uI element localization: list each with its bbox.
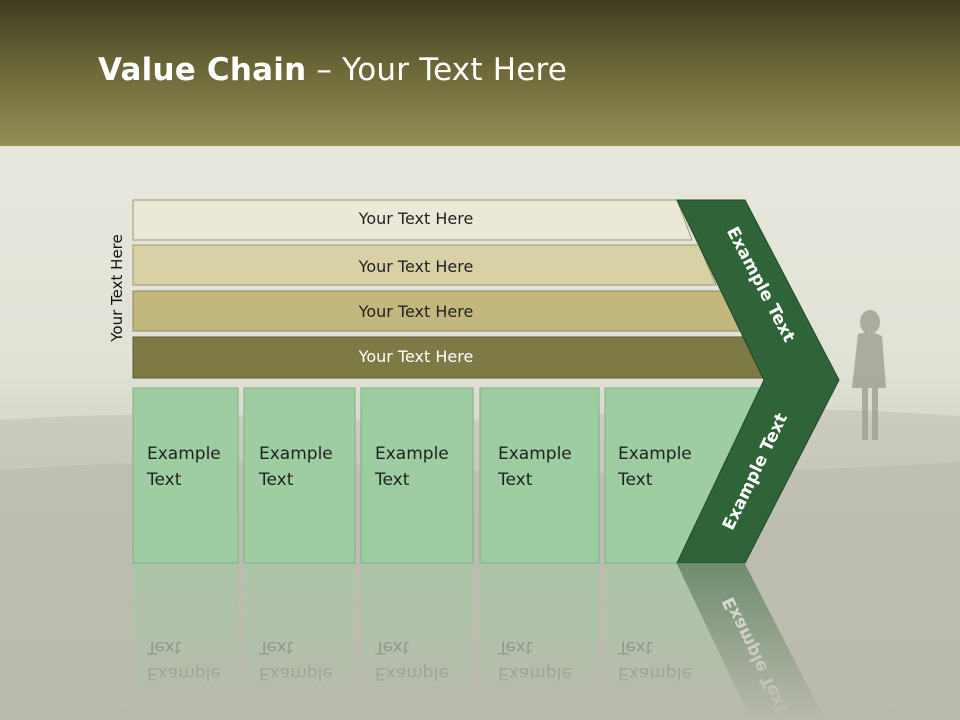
box-2 (243, 387, 356, 564)
box-3-line1: Example (375, 444, 449, 464)
svg-text:Example: Example (259, 663, 333, 683)
chevron-shape (676, 199, 840, 564)
bars: Your Text Here Your Text Here Your Text … (132, 199, 765, 379)
person-silhouette (852, 310, 886, 440)
box-2-line1: Example (259, 444, 333, 464)
box-3 (360, 387, 474, 564)
svg-text:Text: Text (374, 637, 410, 657)
box-5-line2: Text (617, 470, 653, 490)
box-1-line2: Text (146, 470, 182, 490)
title-bold: Value Chain (98, 52, 307, 88)
box-1 (132, 387, 239, 564)
title-bar: Value Chain – Your Text Here (0, 0, 960, 146)
boxes: Example Text Example Text Example Text E… (132, 387, 761, 564)
side-label: Your Text Here (108, 234, 126, 342)
box-4-line1: Example (498, 444, 572, 464)
svg-text:Text: Text (617, 637, 653, 657)
bar-1 (132, 199, 693, 241)
bar-3-label: Your Text Here (358, 302, 474, 321)
box-3-line2: Text (374, 470, 410, 490)
svg-text:Text: Text (497, 637, 533, 657)
bar-2-label: Your Text Here (358, 257, 474, 276)
svg-text:Example: Example (498, 663, 572, 683)
svg-text:Example: Example (375, 663, 449, 683)
box-2-line2: Text (258, 470, 294, 490)
slide-title: Value Chain – Your Text Here (98, 52, 567, 88)
box-1-line1: Example (147, 444, 221, 464)
reflection: Example Text Example Text Example Text E… (133, 564, 826, 720)
box-4 (479, 387, 600, 564)
svg-text:Example: Example (147, 663, 221, 683)
box-4-line2: Text (497, 470, 533, 490)
bar-2 (132, 244, 717, 286)
title-rest: – Your Text Here (306, 52, 568, 88)
bar-4-label: Your Text Here (358, 347, 474, 366)
svg-text:Text: Text (258, 637, 294, 657)
bar-1-label: Your Text Here (358, 209, 474, 228)
svg-text:Text: Text (146, 637, 182, 657)
box-5-line1: Example (618, 444, 692, 464)
svg-text:Example: Example (618, 663, 692, 683)
